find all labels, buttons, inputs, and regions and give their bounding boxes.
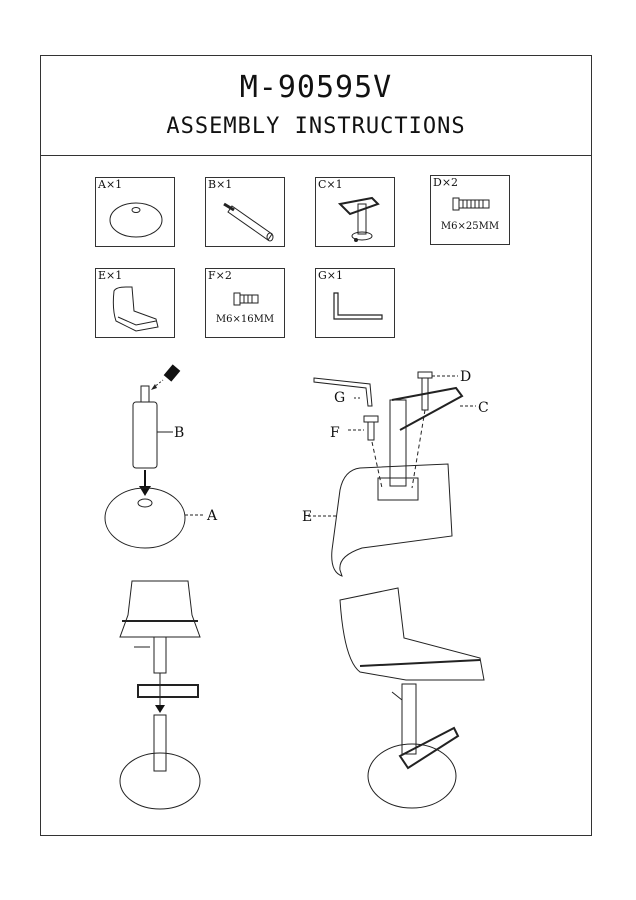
part-f-spec: M6×16MM	[215, 314, 275, 325]
cylinder-cap-icon	[151, 364, 181, 390]
bolt-icon	[233, 292, 259, 306]
footrest-frame-icon	[337, 196, 380, 242]
part-e-label: E×1	[98, 269, 123, 282]
base-disc-icon	[109, 202, 163, 238]
part-b-label: B×1	[208, 178, 233, 191]
callout-c: C	[478, 400, 489, 416]
gas-cylinder-icon	[223, 202, 274, 242]
callout-d: D	[460, 369, 471, 385]
step-3-diagram	[119, 580, 201, 810]
part-f: F×2 M6×16MM	[205, 268, 285, 338]
part-g: G×1	[315, 268, 395, 338]
callout-a: A	[206, 508, 218, 524]
part-d-spec: M6×25MM	[440, 221, 500, 232]
bolt-icon	[452, 197, 490, 211]
part-d: D×2 M6×25MM	[430, 175, 510, 245]
step-4-diagram	[339, 587, 485, 809]
model-number: M-90595V	[239, 70, 393, 105]
step-1-diagram: B A	[104, 364, 218, 549]
part-g-label: G×1	[318, 269, 344, 282]
step-2-diagram: G D C F E	[302, 369, 489, 577]
part-d-label: D×2	[433, 176, 459, 189]
part-c-label: C×1	[318, 178, 343, 191]
part-c: C×1	[315, 177, 395, 247]
callout-f: F	[330, 425, 340, 441]
part-a-label: A×1	[98, 178, 123, 191]
base-disc-a	[104, 487, 186, 549]
part-f-label: F×2	[208, 269, 232, 282]
seat-icon	[112, 286, 159, 332]
gas-cylinder-b	[132, 385, 158, 469]
header: M-90595V ASSEMBLY INSTRUCTIONS	[41, 56, 591, 156]
part-e: E×1	[95, 268, 175, 338]
instruction-sheet: M-90595V ASSEMBLY INSTRUCTIONS	[40, 55, 592, 836]
callout-g: G	[334, 390, 345, 406]
callout-b: B	[174, 425, 184, 441]
part-a: A×1	[95, 177, 175, 247]
callout-e: E	[302, 509, 312, 525]
document-title: ASSEMBLY INSTRUCTIONS	[166, 114, 466, 139]
part-b: B×1	[205, 177, 285, 247]
allen-key-icon	[333, 292, 383, 320]
